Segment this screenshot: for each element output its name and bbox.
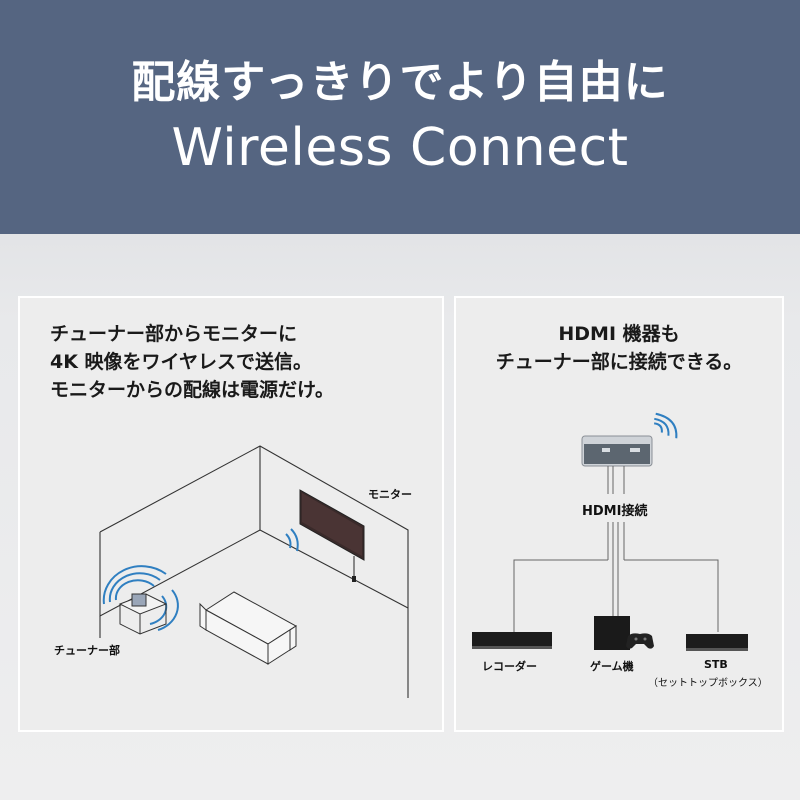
headline-japanese: 配線すっきりでより自由に <box>131 57 669 108</box>
headline-english: Wireless Connect <box>171 118 629 178</box>
sofa-illustration <box>199 591 297 665</box>
room-description-line: 4K 映像をワイヤレスで送信。 <box>50 351 312 373</box>
tuner-signal-waves <box>102 565 179 631</box>
tuner-box-icon <box>581 435 653 467</box>
tuner-label: チューナー部 <box>54 644 120 657</box>
monitor-illustration <box>299 489 365 582</box>
wifi-signal-icon <box>654 412 678 439</box>
header-banner: 配線すっきりでより自由に Wireless Connect <box>0 0 800 234</box>
monitor-label: モニター <box>368 488 412 501</box>
hdmi-diagram <box>472 412 748 651</box>
game-console-icon <box>594 616 654 650</box>
hdmi-description-line: HDMI 機器も <box>558 323 680 345</box>
room-illustration <box>99 445 409 698</box>
recorder-icon <box>472 632 552 649</box>
hdmi-description: HDMI 機器も チューナー部に接続できる。 <box>456 320 782 376</box>
recorder-label: レコーダー <box>482 660 537 673</box>
room-floor-lines <box>99 529 409 617</box>
hdmi-cables <box>513 466 719 632</box>
room-description: チューナー部からモニターに 4K 映像をワイヤレスで送信。 モニターからの配線は… <box>50 320 334 404</box>
room-description-line: モニターからの配線は電源だけ。 <box>50 379 335 401</box>
wireless-room-panel: チューナー部からモニターに 4K 映像をワイヤレスで送信。 モニターからの配線は… <box>18 296 444 732</box>
hdmi-connection-panel: HDMI 機器も チューナー部に接続できる。 <box>454 296 784 732</box>
hdmi-connection-label: HDMI接続 <box>582 504 648 519</box>
stb-sublabel: （セットトップボックス） <box>648 678 768 689</box>
stb-icon <box>686 634 748 651</box>
room-description-line: チューナー部からモニターに <box>50 323 298 345</box>
hdmi-description-line: チューナー部に接続できる。 <box>495 351 743 373</box>
monitor-signal-icon <box>285 528 299 552</box>
stb-label: STB <box>704 658 728 671</box>
tuner-illustration <box>118 593 168 635</box>
room-back-walls <box>99 445 409 698</box>
game-console-label: ゲーム機 <box>590 660 634 673</box>
